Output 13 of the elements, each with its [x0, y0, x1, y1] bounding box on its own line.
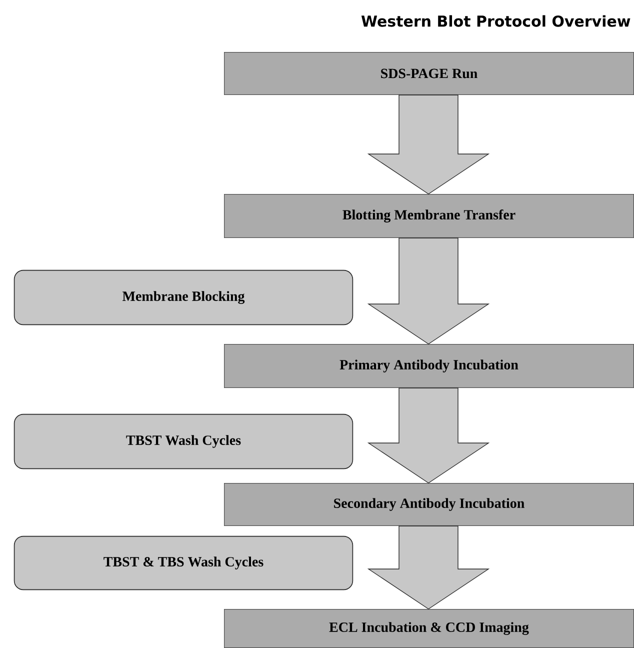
step-box: Blotting Membrane Transfer [224, 194, 634, 238]
side-step-box: TBST Wash Cycles [14, 414, 354, 470]
block-arrow [367, 238, 490, 344]
block-arrow [367, 94, 490, 194]
step-box: SDS-PAGE Run [224, 52, 634, 95]
step-box: ECL Incubation & CCD Imaging [224, 609, 634, 648]
side-step-box: Membrane Blocking [14, 270, 354, 326]
block-arrow [367, 388, 490, 484]
block-arrow [367, 526, 490, 610]
step-box: Secondary Antibody Incubation [224, 483, 634, 526]
side-step-box: TBST & TBS Wash Cycles [14, 536, 354, 590]
step-box: Primary Antibody Incubation [224, 344, 634, 388]
title: Western Blot Protocol Overview [361, 15, 630, 27]
